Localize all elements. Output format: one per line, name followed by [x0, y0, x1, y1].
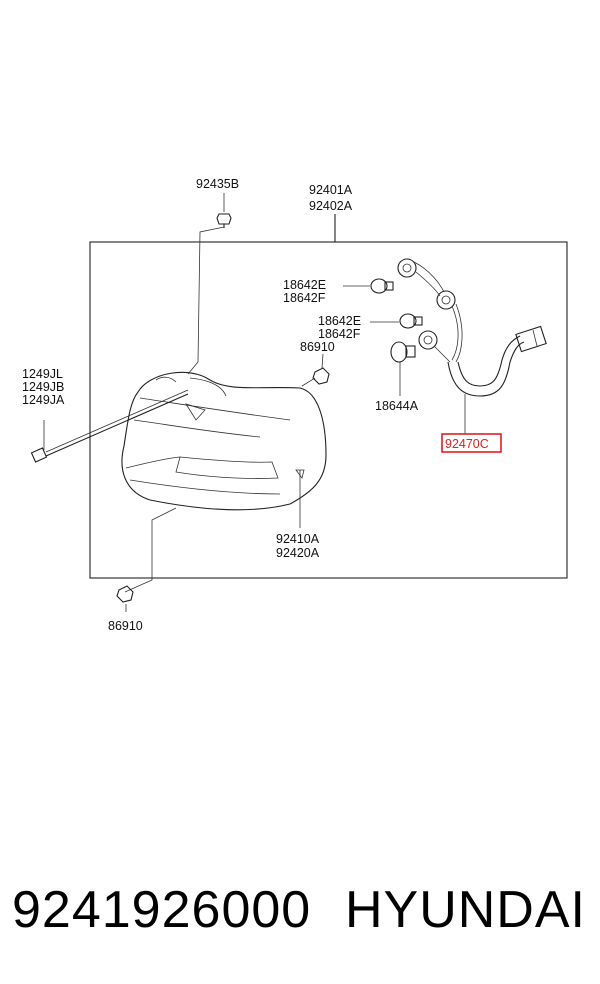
label-92420A[interactable]: 92420A	[276, 546, 320, 560]
label-92470C[interactable]: 92470C	[445, 437, 489, 451]
part-number: 9241926000	[12, 881, 312, 939]
nut-86910-top	[301, 353, 330, 387]
screw-92435B	[216, 213, 232, 228]
bolt-1249J	[30, 389, 189, 463]
label-1249JB[interactable]: 1249JB	[22, 380, 64, 394]
label-18642F-1[interactable]: 18642F	[283, 291, 326, 305]
label-18644A[interactable]: 18644A	[375, 399, 419, 413]
footer: 9241926000 HYUNDAI	[0, 870, 600, 950]
label-92435B[interactable]: 92435B	[196, 177, 239, 191]
label-18642E-2[interactable]: 18642E	[318, 314, 361, 328]
wiring-harness-92470C	[397, 258, 547, 434]
nut-86910-bottom	[116, 585, 134, 612]
label-18642E-1[interactable]: 18642E	[283, 278, 326, 292]
bulb-18642-middle	[370, 313, 423, 329]
label-92401A[interactable]: 92401A	[309, 183, 353, 197]
leader-86910-bottom	[124, 507, 177, 593]
label-1249JA[interactable]: 1249JA	[22, 393, 65, 407]
brand-name: HYUNDAI	[344, 881, 586, 939]
leader-92435B-down	[187, 226, 225, 375]
label-86910-top[interactable]: 86910	[300, 340, 335, 354]
label-86910-bottom[interactable]: 86910	[108, 619, 143, 633]
bulb-18644A	[390, 341, 416, 396]
highlight-box-92470C	[441, 433, 502, 453]
tail-lamp-housing	[121, 371, 327, 511]
label-18642F-2[interactable]: 18642F	[318, 327, 361, 341]
label-92410A[interactable]: 92410A	[276, 532, 320, 546]
assembly-frame	[89, 241, 568, 579]
label-1249JL[interactable]: 1249JL	[22, 367, 63, 381]
bulb-18642-upper	[343, 278, 394, 294]
label-92402A[interactable]: 92402A	[309, 199, 353, 213]
